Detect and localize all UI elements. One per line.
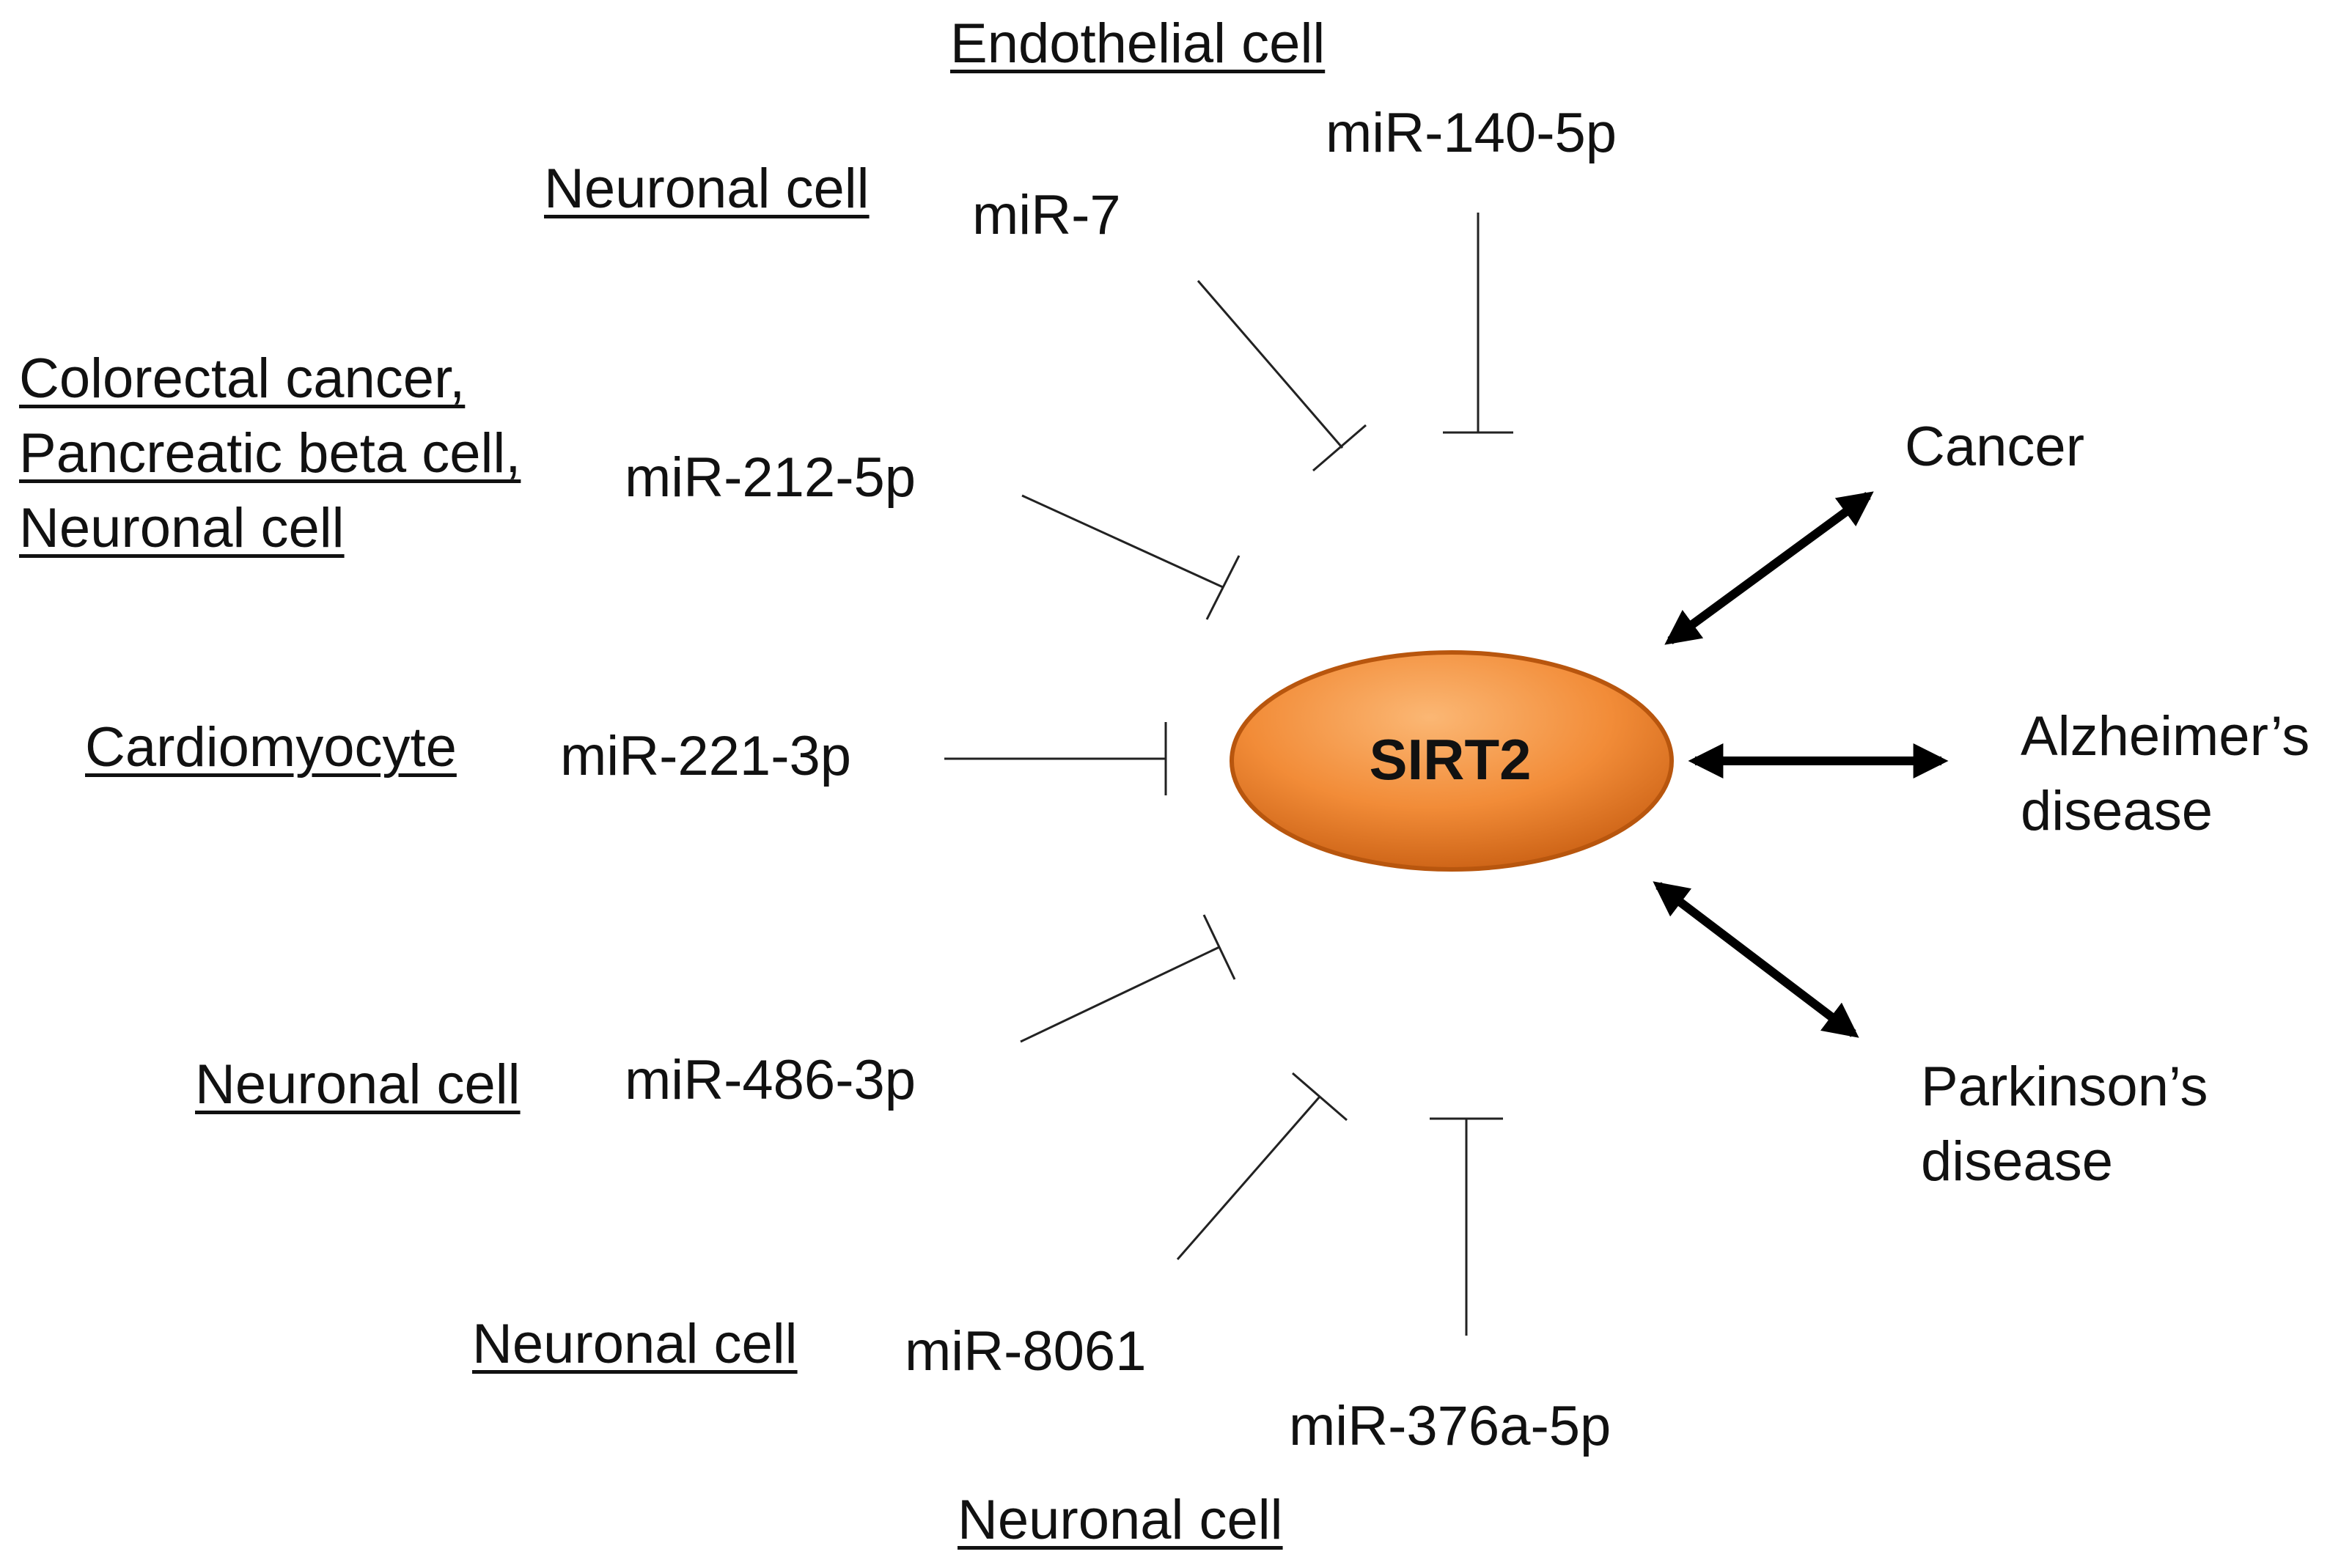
disease-parkinsons-line-1: Parkinson’s bbox=[1921, 1056, 2208, 1118]
disease-alzheimers: Alzheimer’s disease bbox=[2021, 699, 2309, 849]
disease-alzheimers-line-2: disease bbox=[2021, 780, 2213, 842]
sirt2-node bbox=[1230, 650, 1674, 872]
mirna-mir-212-5p: miR-212-5p bbox=[625, 446, 916, 509]
context-colorectal-cancer: Colorectal cancer, Pancreatic beta cell,… bbox=[19, 342, 521, 566]
inhibition-mir-8061 bbox=[1176, 1072, 1348, 1260]
context-line-colorectal-cancer: Colorectal cancer, bbox=[19, 347, 466, 410]
context-line-neuronal-cell: Neuronal cell bbox=[19, 497, 345, 559]
context-neuronal-cell-mir-7: Neuronal cell bbox=[544, 158, 870, 220]
inhibition-mir-7 bbox=[1197, 280, 1367, 472]
sirt2-label: SIRT2 bbox=[1369, 726, 1532, 792]
arrow-sirt2-cancer bbox=[1664, 491, 1874, 645]
disease-parkinsons: Parkinson’s disease bbox=[1921, 1050, 2208, 1199]
context-endothelial-cell: Endothelial cell bbox=[950, 12, 1326, 75]
context-cardiomyocyte: Cardiomyocyte bbox=[85, 716, 457, 779]
arrow-sirt2-parkinsons bbox=[1653, 881, 1859, 1038]
inhibition-mir-376a-5p bbox=[1430, 1117, 1503, 1336]
context-neuronal-cell-mir-486-3p: Neuronal cell bbox=[195, 1053, 521, 1116]
context-neuronal-cell-mir-376a-5p: Neuronal cell bbox=[958, 1489, 1283, 1551]
inhibition-mir-212-5p bbox=[1021, 494, 1241, 620]
context-line-pancreatic-beta-cell: Pancreatic beta cell, bbox=[19, 422, 521, 485]
disease-cancer: Cancer bbox=[1905, 419, 2084, 475]
mirna-mir-221-3p: miR-221-3p bbox=[560, 725, 852, 787]
mirna-mir-8061: miR-8061 bbox=[905, 1320, 1147, 1383]
mirna-mir-486-3p: miR-486-3p bbox=[625, 1049, 916, 1111]
inhibition-mir-486-3p bbox=[1020, 914, 1236, 1043]
mirna-mir-140-5p: miR-140-5p bbox=[1326, 102, 1617, 164]
context-neuronal-cell-mir-8061: Neuronal cell bbox=[472, 1313, 798, 1375]
mirna-mir-7: miR-7 bbox=[972, 184, 1121, 246]
disease-alzheimers-line-1: Alzheimer’s bbox=[2021, 705, 2310, 768]
mirna-mir-376a-5p: miR-376a-5p bbox=[1289, 1395, 1612, 1457]
inhibition-mir-221-3p bbox=[944, 722, 1167, 795]
disease-cancer-line: Cancer bbox=[1905, 416, 2084, 478]
inhibition-mir-140-5p bbox=[1443, 213, 1513, 434]
disease-parkinsons-line-2: disease bbox=[1921, 1130, 2113, 1193]
